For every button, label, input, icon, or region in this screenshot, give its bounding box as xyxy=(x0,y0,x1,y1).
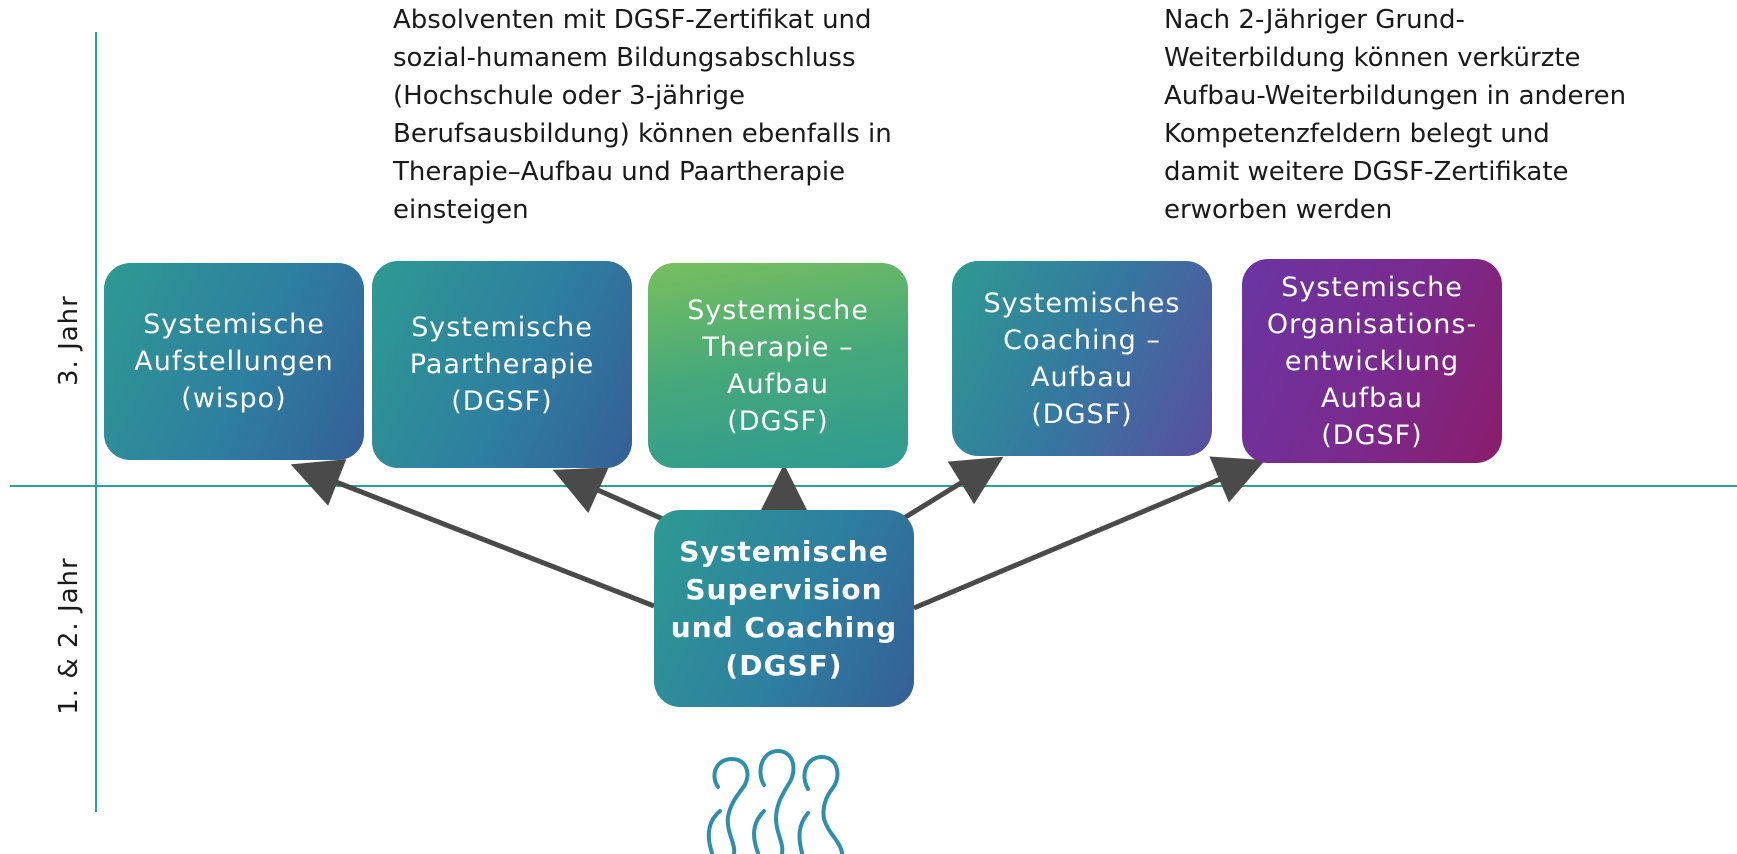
note-left: Absolventen mit DGSF-Zertifikat und sozi… xyxy=(393,5,892,225)
program-box-coaching-aufbau: Systemisches Coaching – Aufbau (DGSF) xyxy=(952,261,1212,456)
year-divider-line xyxy=(10,485,1737,487)
arrow-to-aufstellungen xyxy=(290,459,655,609)
arrow-to-paartherapie xyxy=(552,467,667,523)
program-box-supervision-coaching: Systemische Supervision und Coaching (DG… xyxy=(654,510,914,707)
program-box-paartherapie: Systemische Paartherapie (DGSF) xyxy=(372,261,632,468)
arrow-to-coaching xyxy=(902,456,1004,521)
vertical-axis-line xyxy=(95,32,97,812)
arrow-to-organisation xyxy=(913,456,1266,611)
program-box-therapie-aufbau: Systemische Therapie – Aufbau (DGSF) xyxy=(648,263,908,468)
three-people-logo-icon xyxy=(706,748,844,854)
program-box-organisationsentwicklung: Systemische Organisations- entwicklung A… xyxy=(1242,259,1502,463)
note-right: Nach 2-Jähriger Grund- Weiterbildung kön… xyxy=(1164,5,1627,225)
program-box-aufstellungen: Systemische Aufstellungen (wispo) xyxy=(104,263,364,460)
